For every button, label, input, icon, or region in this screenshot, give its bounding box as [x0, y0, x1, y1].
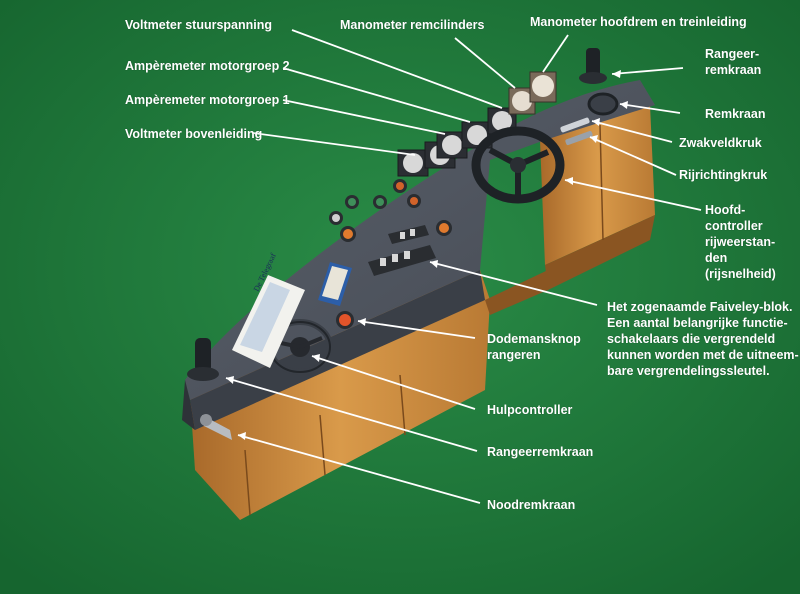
- label-rijrichtingkruk: Rijrichtingkruk: [679, 168, 768, 182]
- leader-noodremkraan: [237, 434, 481, 504]
- zwakveldkruk-lever: [560, 117, 590, 133]
- leader-faiveley: [429, 261, 598, 306]
- leader-remkraan: [619, 103, 681, 114]
- label-manometer-hoofdrem: Manometer hoofdrem en treinleiding: [530, 15, 747, 29]
- leader-manometer-remcilinders: [454, 37, 516, 89]
- gauge-manometer-hoofdrem: [529, 71, 557, 103]
- leader-hulpcontroller: [311, 355, 476, 410]
- buttons-cluster: [329, 179, 452, 329]
- label-voltmeter-stuurspanning: Voltmeter stuurspanning: [125, 18, 273, 32]
- label-zwakveldkruk: Zwakveldkruk: [679, 136, 762, 150]
- leader-amperemeter-2: [282, 67, 471, 123]
- leader-dodemansknop: [357, 320, 476, 339]
- faiveley-block: [368, 225, 436, 276]
- leader-voltmeter-bovenleiding: [252, 132, 416, 156]
- leader-arrowheads: [226, 70, 628, 440]
- label-amperemeter-1: Ampèremeter motorgroep 1: [125, 93, 290, 107]
- label-remkraan: Remkraan: [705, 107, 766, 121]
- leader-hoofdcontroller: [564, 179, 702, 211]
- label-noodremkraan: Noodremkraan: [487, 498, 576, 512]
- leader-rangeerremkraan: [225, 377, 478, 452]
- rijrichtingkruk-lever: [565, 130, 593, 146]
- remkraan-knob: [587, 92, 619, 116]
- label-rangeer-remkraan-top: Rangeer- remkraan: [705, 47, 762, 77]
- leader-lines: [225, 29, 702, 504]
- rangeerremkraan-lever-left: [187, 338, 219, 381]
- leader-rijrichtingkruk: [589, 136, 677, 176]
- noodremkraan-handle: [200, 414, 232, 440]
- label-manometer-remcilinders: Manometer remcilinders: [340, 18, 485, 32]
- leader-zwakveldkruk: [591, 120, 673, 143]
- leader-voltmeter-stuurspanning: [291, 29, 503, 109]
- label-hulpcontroller: Hulpcontroller: [487, 403, 573, 417]
- label-amperemeter-2: Ampèremeter motorgroep 2: [125, 59, 290, 73]
- hoofdcontroller-wheel: [471, 126, 565, 204]
- label-voltmeter-bovenleiding: Voltmeter bovenleiding: [125, 127, 263, 141]
- label-faiveley: Het zogenaamde Faiveley-blok. Een aantal…: [607, 300, 799, 378]
- right-cabinet: [540, 105, 655, 290]
- leader-manometer-hoofdrem: [542, 34, 569, 73]
- label-hoofdcontroller: Hoofd- controller rijweerstan- den (rijs…: [705, 203, 776, 281]
- gauge-amperemeter-2: [461, 121, 493, 149]
- rangeer-remkraan-lever-right: [579, 48, 607, 84]
- leader-amperemeter-1: [282, 99, 446, 135]
- label-rangeerremkraan: Rangeerremkraan: [487, 445, 594, 459]
- magazine: [318, 262, 352, 306]
- label-dodemansknop: Dodemansknop rangeren: [487, 332, 581, 362]
- leader-rangeer-remkraan-top: [611, 67, 684, 75]
